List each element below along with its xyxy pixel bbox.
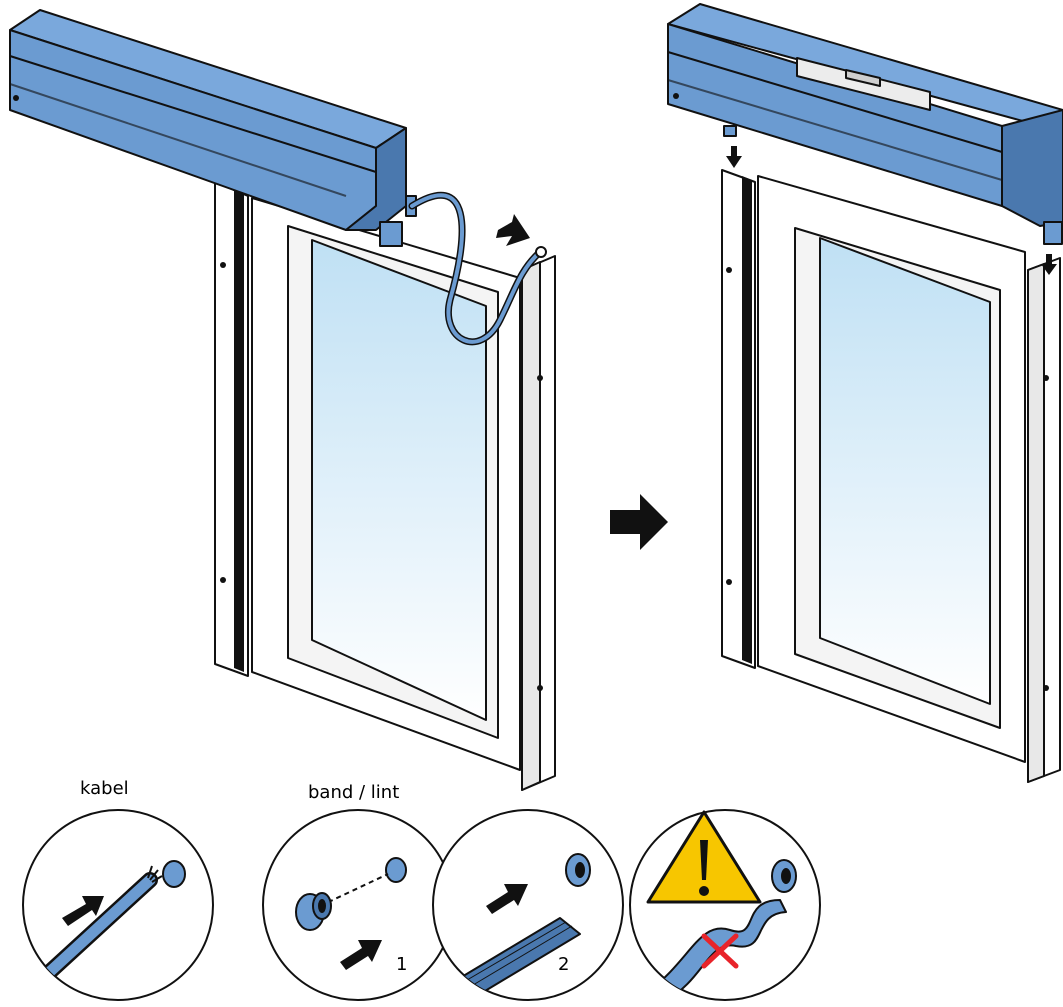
- window-assembly-before: [9, 9, 556, 791]
- motor-connector: [1043, 221, 1063, 245]
- detail-band-step-1: 1: [262, 809, 454, 1001]
- motor-housing-endcap: [345, 127, 407, 231]
- black-arrow-icon: [496, 214, 530, 246]
- detail-warning: [629, 809, 821, 1001]
- hole: [385, 857, 407, 883]
- red-cross-icon: [701, 933, 739, 969]
- step-1-label: 1: [396, 954, 407, 975]
- black-arrow-icon: [62, 896, 104, 926]
- frame-seal-strip: [234, 188, 244, 672]
- black-arrow-icon: [1041, 254, 1057, 275]
- control-panel: [796, 57, 931, 111]
- glass-pane: [819, 237, 991, 705]
- motor-housing-endcap: [1001, 109, 1063, 227]
- twisted-band: [649, 899, 787, 1000]
- black-arrow-icon: [340, 940, 382, 970]
- black-arrow-icon: [726, 146, 742, 168]
- glass-pane: [311, 239, 487, 721]
- warning-triangle-icon: [646, 810, 762, 904]
- detail-band-step-2: 2: [432, 809, 624, 1001]
- label-cable: kabel: [80, 778, 129, 799]
- label-band: band / lint: [308, 782, 399, 803]
- black-arrow-icon: [610, 494, 668, 550]
- hole: [162, 860, 186, 888]
- step-2-label: 2: [558, 954, 569, 975]
- black-arrow-icon: [486, 884, 528, 914]
- grommet-icon: [295, 892, 332, 931]
- window-assembly-after: [667, 3, 1063, 783]
- motor-connector: [379, 221, 403, 247]
- detail-cable: [22, 809, 214, 1001]
